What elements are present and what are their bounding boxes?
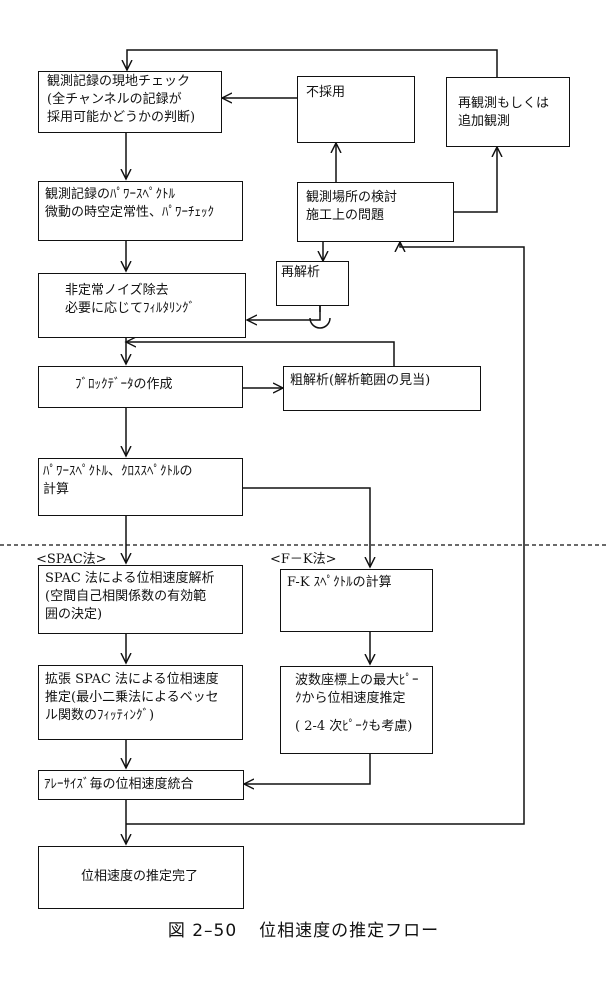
box-text-line: 計算 (43, 482, 70, 497)
box-text-line: 不採用 (306, 85, 346, 100)
box-text-line: 観測場所の検討 (306, 190, 398, 205)
box-re-observation: 再観測もしくは 追加観測 (446, 77, 570, 147)
box-text-line: 位相速度の推定完了 (81, 869, 199, 884)
figure-caption: 図 2–50 位相速度の推定フロー (0, 916, 607, 941)
box-text-line: 波数座標上の最大ﾋﾟｰ (295, 673, 419, 688)
box-text-line: 拡張 SPAC 法による位相速度 (45, 672, 219, 687)
box-max-peak: 波数座標上の最大ﾋﾟｰ ｸから位相速度推定 ( 2-4 次ﾋﾟｰｸも考慮) (280, 666, 433, 754)
arrow-b13-to-b3 (247, 306, 321, 320)
arrow-b14-to-main (140, 341, 395, 366)
box-rough-analysis: 粗解析(解析範囲の見当) (283, 366, 481, 411)
box-extended-spac: 拡張 SPAC 法による位相速度 推定(最小二乗法によるベッセ ル関数のﾌｨｯﾃ… (38, 665, 243, 740)
box-text-line: 観測記録の現地チェック (47, 74, 191, 89)
box-text-line: (空間自己相関係数の有効範 (45, 589, 207, 604)
label-spac-method: <SPAC法> (36, 552, 107, 567)
box-text-line: 再観測もしくは (458, 96, 550, 111)
box-text-line: 再解析 (281, 265, 321, 280)
box-text-line: ｸから位相速度推定 (295, 691, 406, 706)
box-text-line: 推定(最小二乗法によるベッセ (45, 690, 219, 705)
box-text-line: 微動の時空定常性、ﾊﾟﾜｰﾁｪｯｸ (45, 205, 215, 220)
box-cross-spectrum: ﾊﾟﾜｰｽﾍﾟｸﾄﾙ、ｸﾛｽｽﾍﾟｸﾄﾙの 計算 (38, 458, 243, 516)
box-rejected: 不採用 (297, 76, 415, 143)
box-site-review: 観測場所の検討 施工上の問題 (297, 182, 454, 242)
box-estimation-complete: 位相速度の推定完了 (38, 846, 244, 909)
box-text-line (295, 708, 432, 718)
box-reanalysis: 再解析 (276, 261, 349, 306)
box-text-line: 粗解析(解析範囲の見当) (290, 373, 431, 388)
figure-title: 位相速度の推定フロー (259, 921, 440, 941)
figure-number: 図 2–50 (167, 921, 238, 941)
line-hopover (309, 317, 331, 329)
arrow-b12-to-b11 (454, 147, 497, 213)
arrow-b11-to-b1 (127, 49, 498, 77)
box-text-line: ﾊﾟﾜｰｽﾍﾟｸﾄﾙ、ｸﾛｽｽﾍﾟｸﾄﾙの (43, 464, 193, 479)
box-array-integration: ｱﾚｰｻｲｽﾞ毎の位相速度統合 (38, 770, 244, 800)
arrow-loop-b8-to-b12 (126, 242, 525, 825)
box-power-spectrum: 観測記録のﾊﾟﾜｰｽﾍﾟｸﾄﾙ 微動の時空定常性、ﾊﾟﾜｰﾁｪｯｸ (38, 181, 243, 241)
box-text-line: ｱﾚｰｻｲｽﾞ毎の位相速度統合 (44, 777, 194, 792)
box-text-line: 囲の決定) (45, 607, 103, 622)
box-text-line: 採用可能かどうかの判断) (47, 110, 196, 125)
box-spac-analysis: SPAC 法による位相速度解析 (空間自己相関係数の有効範 囲の決定) (38, 565, 243, 634)
box-text-line: 非定常ノイズ除去 (65, 283, 169, 298)
box-field-check: 観測記録の現地チェック (全チャンネルの記録が 採用可能かどうかの判断) (38, 71, 222, 133)
box-text-line: F-K ｽﾍﾟｸﾄﾙの計算 (287, 575, 392, 590)
box-text-line: 追加観測 (458, 114, 511, 129)
box-text-line: 必要に応じてﾌｨﾙﾀﾘﾝｸﾞ (65, 301, 196, 316)
box-text-line: 観測記録のﾊﾟﾜｰｽﾍﾟｸﾄﾙ (45, 187, 176, 202)
box-text-line: ( 2-4 次ﾋﾟｰｸも考慮) (295, 719, 413, 734)
box-text-line: ル関数のﾌｨｯﾃｨﾝｸﾞ) (45, 708, 155, 723)
box-block-data: ﾌﾞﾛｯｸﾃﾞｰﾀの作成 (38, 366, 243, 408)
box-text-line: SPAC 法による位相速度解析 (45, 571, 215, 586)
label-fk-method: <F－K法> (270, 552, 337, 567)
box-text-line: ﾌﾞﾛｯｸﾃﾞｰﾀの作成 (75, 377, 173, 392)
box-text-line: (全チャンネルの記録が (47, 92, 182, 107)
box-text-line: 施工上の問題 (306, 208, 385, 223)
box-fk-spectrum: F-K ｽﾍﾟｸﾄﾙの計算 (280, 569, 433, 632)
arrow-b16-to-b8 (244, 754, 371, 784)
box-noise-removal: 非定常ノイズ除去 必要に応じてﾌｨﾙﾀﾘﾝｸﾞ (38, 273, 246, 338)
arrow-b5-to-b15 (243, 487, 370, 567)
